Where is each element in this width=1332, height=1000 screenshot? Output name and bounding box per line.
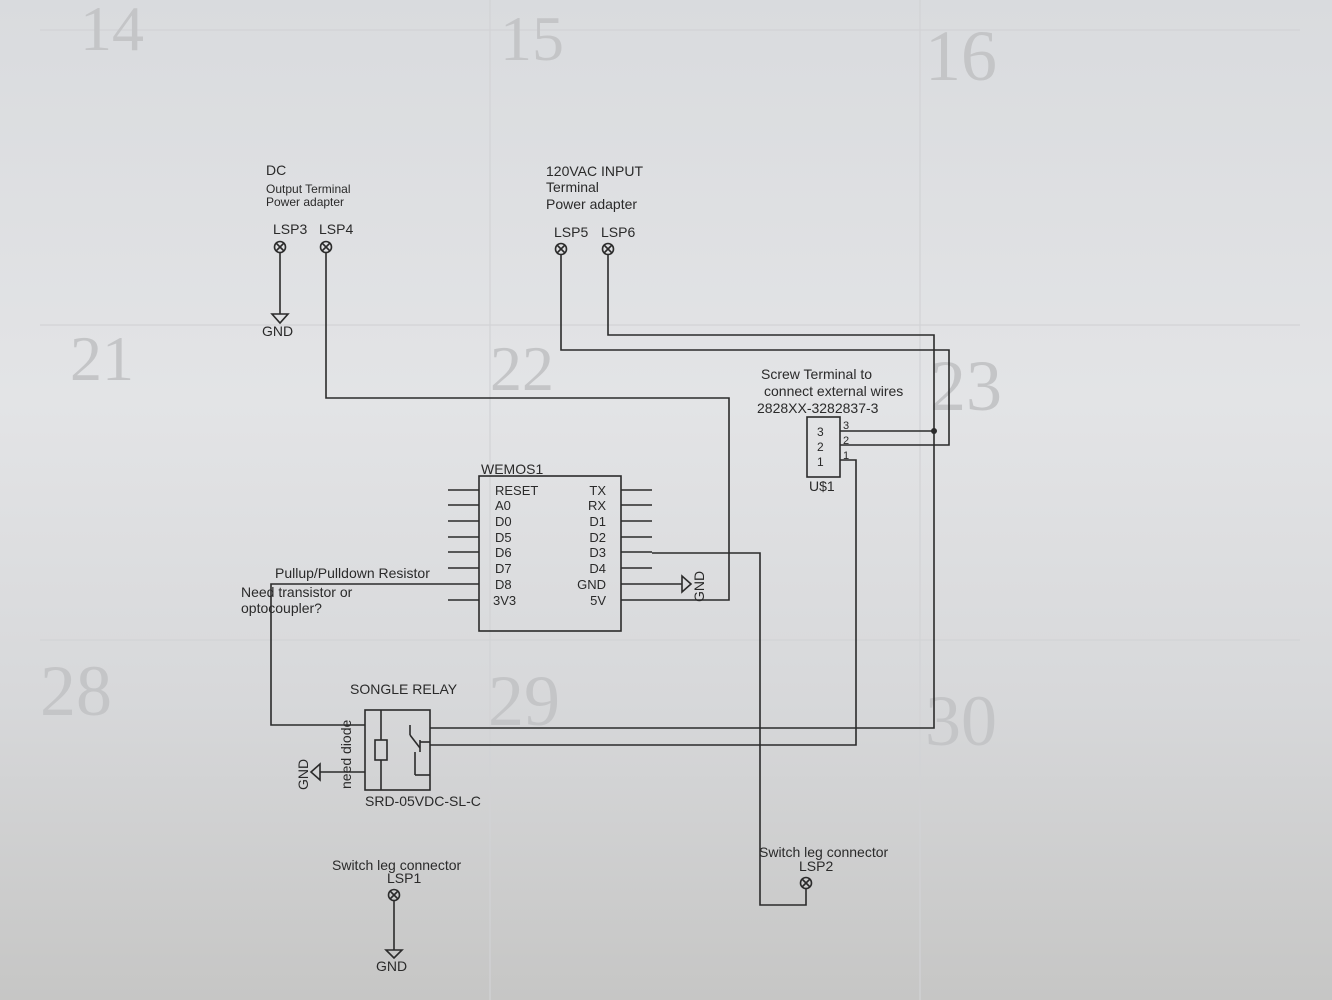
dc-title: DC bbox=[266, 162, 286, 178]
diode-note: need diode bbox=[338, 719, 354, 789]
calendar-day-16: 16 bbox=[925, 16, 997, 96]
ac-title: 120VAC INPUT bbox=[546, 163, 643, 179]
ac-line2: Power adapter bbox=[546, 196, 637, 212]
ac-line1: Terminal bbox=[546, 179, 599, 195]
screw-pin-2-inner: 2 bbox=[817, 440, 824, 454]
screw-terminal-body bbox=[806, 416, 841, 478]
calendar-day-21: 21 bbox=[70, 323, 134, 394]
pin-gnd: GND bbox=[577, 577, 606, 592]
relay-switch-icon bbox=[409, 725, 430, 776]
dc-output-terminal: DC Output Terminal Power adapter LSP3 LS… bbox=[262, 162, 353, 339]
pin-a0: A0 bbox=[495, 498, 511, 513]
transistor-note-2: optocoupler? bbox=[241, 600, 322, 616]
relay-coil-icon bbox=[374, 710, 388, 790]
pin-d8: D8 bbox=[495, 577, 512, 592]
relay-gnd-label: GND bbox=[295, 759, 311, 790]
ac-input-terminal: 120VAC INPUT Terminal Power adapter LSP5… bbox=[546, 163, 643, 256]
pin-3v3: 3V3 bbox=[493, 593, 516, 608]
wemos-right-pin-stubs bbox=[621, 489, 652, 601]
screw-pin-3-inner: 3 bbox=[817, 425, 824, 439]
screw-terminal-name: U$1 bbox=[809, 478, 835, 494]
terminal-pad-icon bbox=[554, 242, 568, 256]
ground-symbol-icon bbox=[384, 949, 404, 960]
calendar-day-29: 29 bbox=[488, 661, 560, 741]
pin-d1: D1 bbox=[589, 514, 606, 529]
pin-d5: D5 bbox=[495, 530, 512, 545]
calendar-day-15: 15 bbox=[500, 3, 564, 74]
pin-reset: RESET bbox=[495, 483, 538, 498]
wemos-gnd-label: GND bbox=[691, 571, 707, 602]
calendar-day-28: 28 bbox=[40, 651, 112, 731]
calendar-day-30: 30 bbox=[925, 681, 997, 761]
switch-leg-2-pin: LSP2 bbox=[799, 858, 833, 874]
screw-pin-2-outer: 2 bbox=[843, 435, 849, 447]
screw-terminal: Screw Terminal to connect external wires… bbox=[757, 366, 903, 494]
calendar-day-14: 14 bbox=[80, 0, 144, 64]
terminal-pad-icon bbox=[387, 888, 401, 902]
calendar-day-22: 22 bbox=[490, 333, 554, 404]
switch-leg-2-label: Switch leg connector bbox=[759, 844, 889, 860]
relay-part-number: SRD-05VDC-SL-C bbox=[365, 793, 481, 809]
dc-line2: Power adapter bbox=[266, 195, 344, 209]
pin-d4: D4 bbox=[589, 561, 606, 576]
ground-symbol-icon bbox=[681, 574, 693, 594]
switch-leg-1-pin: LSP1 bbox=[387, 870, 421, 886]
switch-leg-1-label: Switch leg connector bbox=[332, 857, 462, 873]
switch-leg-connector-2: Switch leg connector LSP2 bbox=[759, 844, 889, 890]
dc-line1: Output Terminal bbox=[266, 182, 351, 196]
pin-d3: D3 bbox=[589, 545, 606, 560]
dc-gnd-label: GND bbox=[262, 323, 293, 339]
wire-junction-dot bbox=[931, 428, 937, 434]
ground-symbol-icon bbox=[270, 313, 290, 325]
ac-pin-lsp6: LSP6 bbox=[601, 224, 635, 240]
pin-d7: D7 bbox=[495, 561, 512, 576]
screw-pin-3-outer: 3 bbox=[843, 420, 849, 432]
transistor-note-1: Need transistor or bbox=[241, 584, 353, 600]
pullup-note: Pullup/Pulldown Resistor bbox=[275, 565, 430, 581]
screw-part-number: 2828XX-3282837-3 bbox=[757, 400, 879, 416]
ac-pin-lsp5: LSP5 bbox=[554, 224, 588, 240]
wire-nets bbox=[270, 253, 950, 906]
screw-label-2: connect external wires bbox=[764, 383, 903, 399]
wemos-body bbox=[478, 475, 622, 632]
ground-symbol-icon bbox=[309, 762, 321, 782]
pin-rx: RX bbox=[588, 498, 606, 513]
terminal-pad-icon bbox=[319, 240, 333, 254]
switch-leg-connector-1: Switch leg connector LSP1 GND bbox=[332, 857, 462, 974]
pin-d2: D2 bbox=[589, 530, 606, 545]
terminal-pad-icon bbox=[601, 242, 615, 256]
relay-title: SONGLE RELAY bbox=[350, 681, 458, 697]
switch-leg-1-gnd: GND bbox=[376, 958, 407, 974]
pin-tx: TX bbox=[589, 483, 606, 498]
dc-pin-lsp4: LSP4 bbox=[319, 221, 353, 237]
dc-pin-lsp3: LSP3 bbox=[273, 221, 307, 237]
pin-5v: 5V bbox=[590, 593, 606, 608]
screw-pin-1-inner: 1 bbox=[817, 455, 824, 469]
screw-label-1: Screw Terminal to bbox=[761, 366, 872, 382]
wemos-module: WEMOS1 RESET A0 D0 D5 D6 D7 bbox=[448, 461, 707, 632]
songle-relay: SONGLE RELAY need diode GND SRD-05VDC-SL… bbox=[295, 681, 481, 809]
pin-d6: D6 bbox=[495, 545, 512, 560]
wemos-name: WEMOS1 bbox=[481, 461, 543, 477]
relay-body bbox=[364, 709, 431, 791]
pin-d0: D0 bbox=[495, 514, 512, 529]
terminal-pad-icon bbox=[273, 240, 287, 254]
wemos-left-pin-stubs bbox=[448, 489, 479, 601]
annotations: Pullup/Pulldown Resistor Need transistor… bbox=[241, 565, 430, 616]
screw-pin-1-outer: 1 bbox=[843, 450, 849, 462]
background-calendar: 14 15 16 21 22 23 28 29 30 bbox=[40, 0, 1300, 1000]
terminal-pad-icon bbox=[799, 876, 813, 890]
calendar-day-23: 23 bbox=[930, 346, 1002, 426]
